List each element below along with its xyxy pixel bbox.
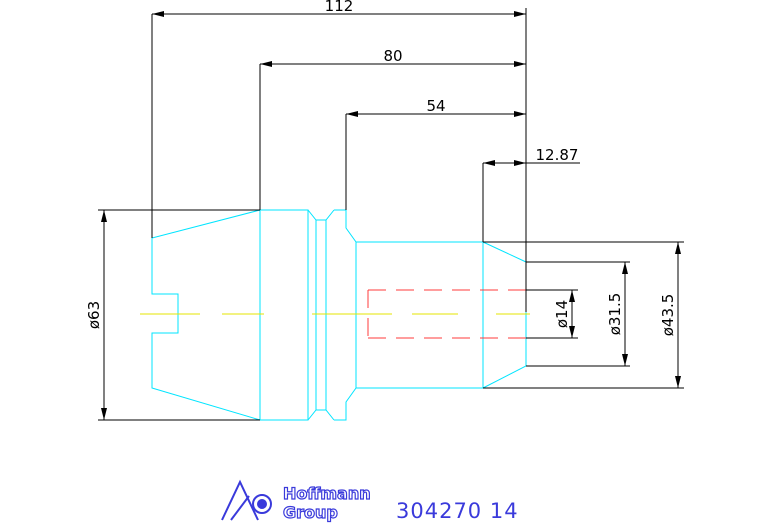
dim-label-dia-14: ø14 [553,300,571,328]
arrowheads [101,11,681,420]
chuck-body [151,209,261,421]
dim-label-80: 80 [383,47,402,65]
dim-label-dia-63: ø63 [85,301,103,329]
collar [334,209,357,421]
part-outline [151,209,527,421]
dim-label-112: 112 [325,0,354,15]
hoffmann-logo: Hoffmann Group [221,479,371,523]
dim-label-dia-43-5: ø43.5 [659,294,677,337]
v-groove-top [307,209,335,221]
dimension-labels: 112 80 54 12.87 ø63 ø14 ø31.5 ø43.5 [85,0,677,336]
logo-text-line1: Hoffmann [283,484,371,503]
hidden-bore [367,289,526,339]
dim-label-54: 54 [426,97,445,115]
logo-mark-icon [221,479,272,521]
v-groove-bottom [307,409,335,421]
taper-nose [482,241,527,389]
dimensions [98,8,684,421]
flange [259,209,309,421]
logo-text-line2: Group [283,503,338,522]
part-number: 304270 14 [396,499,519,523]
dim-label-12-87: 12.87 [536,146,579,164]
dim-label-dia-31-5: ø31.5 [606,293,624,336]
